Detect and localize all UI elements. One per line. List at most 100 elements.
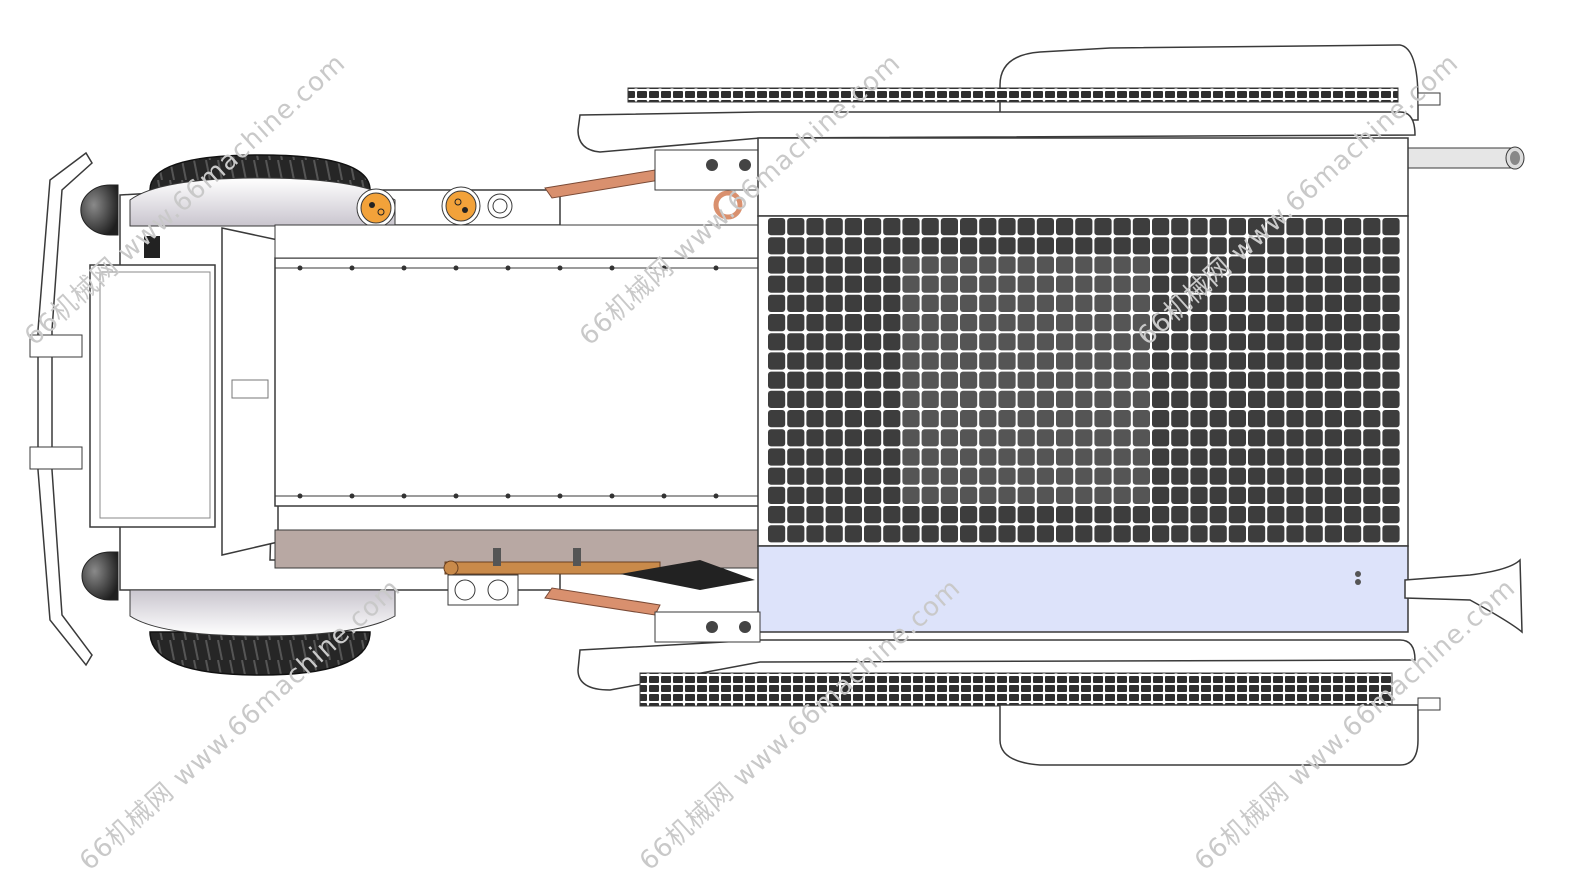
- grid-cell: [1036, 314, 1054, 332]
- grid-cell: [1017, 525, 1035, 543]
- headlight-left: [80, 184, 119, 236]
- grid-cell: [1228, 410, 1246, 428]
- grid-cell: [921, 467, 939, 485]
- grid-cell: [1132, 294, 1150, 312]
- grid-cell: [825, 371, 843, 389]
- grid-cell: [1094, 429, 1112, 447]
- grid-cell: [1075, 390, 1093, 408]
- grid-cell: [1017, 314, 1035, 332]
- grid-cell: [1363, 506, 1381, 524]
- rivet: [297, 265, 303, 271]
- grid-cell: [1056, 333, 1074, 351]
- grid-cell: [1382, 371, 1400, 389]
- grid-cell: [1267, 237, 1285, 255]
- grid-cell: [1113, 371, 1131, 389]
- grid-cell: [940, 352, 958, 370]
- grid-cell: [806, 333, 824, 351]
- grid-cell: [1305, 256, 1323, 274]
- grid-cell: [806, 314, 824, 332]
- grid-cell: [1305, 352, 1323, 370]
- grid-cell: [1305, 525, 1323, 543]
- grid-cell: [1248, 410, 1266, 428]
- grid-cell: [1075, 429, 1093, 447]
- grid-cell: [864, 390, 882, 408]
- grid-cell: [1017, 275, 1035, 293]
- grid-cell: [902, 467, 920, 485]
- grid-cell: [1036, 525, 1054, 543]
- grid-cell: [902, 256, 920, 274]
- grid-cell: [902, 486, 920, 504]
- grid-cell: [1382, 525, 1400, 543]
- grid-cell: [1305, 448, 1323, 466]
- grid-cell: [787, 410, 805, 428]
- grid-cell: [1056, 237, 1074, 255]
- grid-cell: [1286, 486, 1304, 504]
- grid-cell: [1190, 294, 1208, 312]
- grid-cell: [1094, 467, 1112, 485]
- grid-cell: [883, 237, 901, 255]
- grid-cell: [960, 506, 978, 524]
- grid-cell: [806, 256, 824, 274]
- grid-cell: [864, 237, 882, 255]
- grid-cell: [979, 448, 997, 466]
- grid-cell: [1190, 467, 1208, 485]
- grid-cell: [1190, 333, 1208, 351]
- grid-cell: [1075, 448, 1093, 466]
- grid-cell: [1209, 314, 1227, 332]
- grid-cell: [1344, 525, 1362, 543]
- grid-cell: [825, 506, 843, 524]
- grid-cell: [1344, 237, 1362, 255]
- grid-cell: [1171, 506, 1189, 524]
- grid-cell: [806, 352, 824, 370]
- grid-cell: [1017, 390, 1035, 408]
- grid-cell: [940, 390, 958, 408]
- grid-cell: [825, 410, 843, 428]
- grid-cell: [883, 371, 901, 389]
- grid-cell: [921, 218, 939, 236]
- grid-cell: [1171, 333, 1189, 351]
- grid-cell: [787, 333, 805, 351]
- grid-cell: [844, 352, 862, 370]
- grid-cell: [1152, 486, 1170, 504]
- grid-cell: [1286, 371, 1304, 389]
- grid-cell: [902, 371, 920, 389]
- grid-cell: [1036, 275, 1054, 293]
- grid-cell: [1209, 506, 1227, 524]
- grid-cell: [1267, 371, 1285, 389]
- grid-cell: [844, 506, 862, 524]
- grid-cell: [1056, 256, 1074, 274]
- grid-cell: [1171, 448, 1189, 466]
- grid-cell: [1036, 237, 1054, 255]
- grid-cell: [1190, 525, 1208, 543]
- grid-cell: [1363, 218, 1381, 236]
- grid-cell: [864, 429, 882, 447]
- grid-cell: [1363, 467, 1381, 485]
- grid-cell: [1036, 429, 1054, 447]
- grid-cell: [1382, 256, 1400, 274]
- grid-cell: [1094, 256, 1112, 274]
- grid-cell: [1228, 333, 1246, 351]
- grid-cell: [825, 314, 843, 332]
- grid-cell: [1248, 352, 1266, 370]
- grid-cell: [1075, 371, 1093, 389]
- grid-cell: [921, 256, 939, 274]
- grid-cell: [1267, 256, 1285, 274]
- grid-cell: [1286, 410, 1304, 428]
- grid-cell: [883, 448, 901, 466]
- grid-cell: [1209, 429, 1227, 447]
- grid-cell: [806, 237, 824, 255]
- grid-cell: [787, 256, 805, 274]
- grid-cell: [1171, 525, 1189, 543]
- grid-cell: [1094, 410, 1112, 428]
- grid-cell: [1286, 294, 1304, 312]
- grid-cell: [1056, 448, 1074, 466]
- grid-cell: [979, 525, 997, 543]
- grid-cell: [1132, 506, 1150, 524]
- grid-cell: [1152, 467, 1170, 485]
- grid-cell: [1094, 218, 1112, 236]
- grid-cell: [940, 314, 958, 332]
- grid-cell: [1113, 506, 1131, 524]
- grid-cell: [1248, 275, 1266, 293]
- rivet: [453, 493, 459, 499]
- grid-cell: [921, 314, 939, 332]
